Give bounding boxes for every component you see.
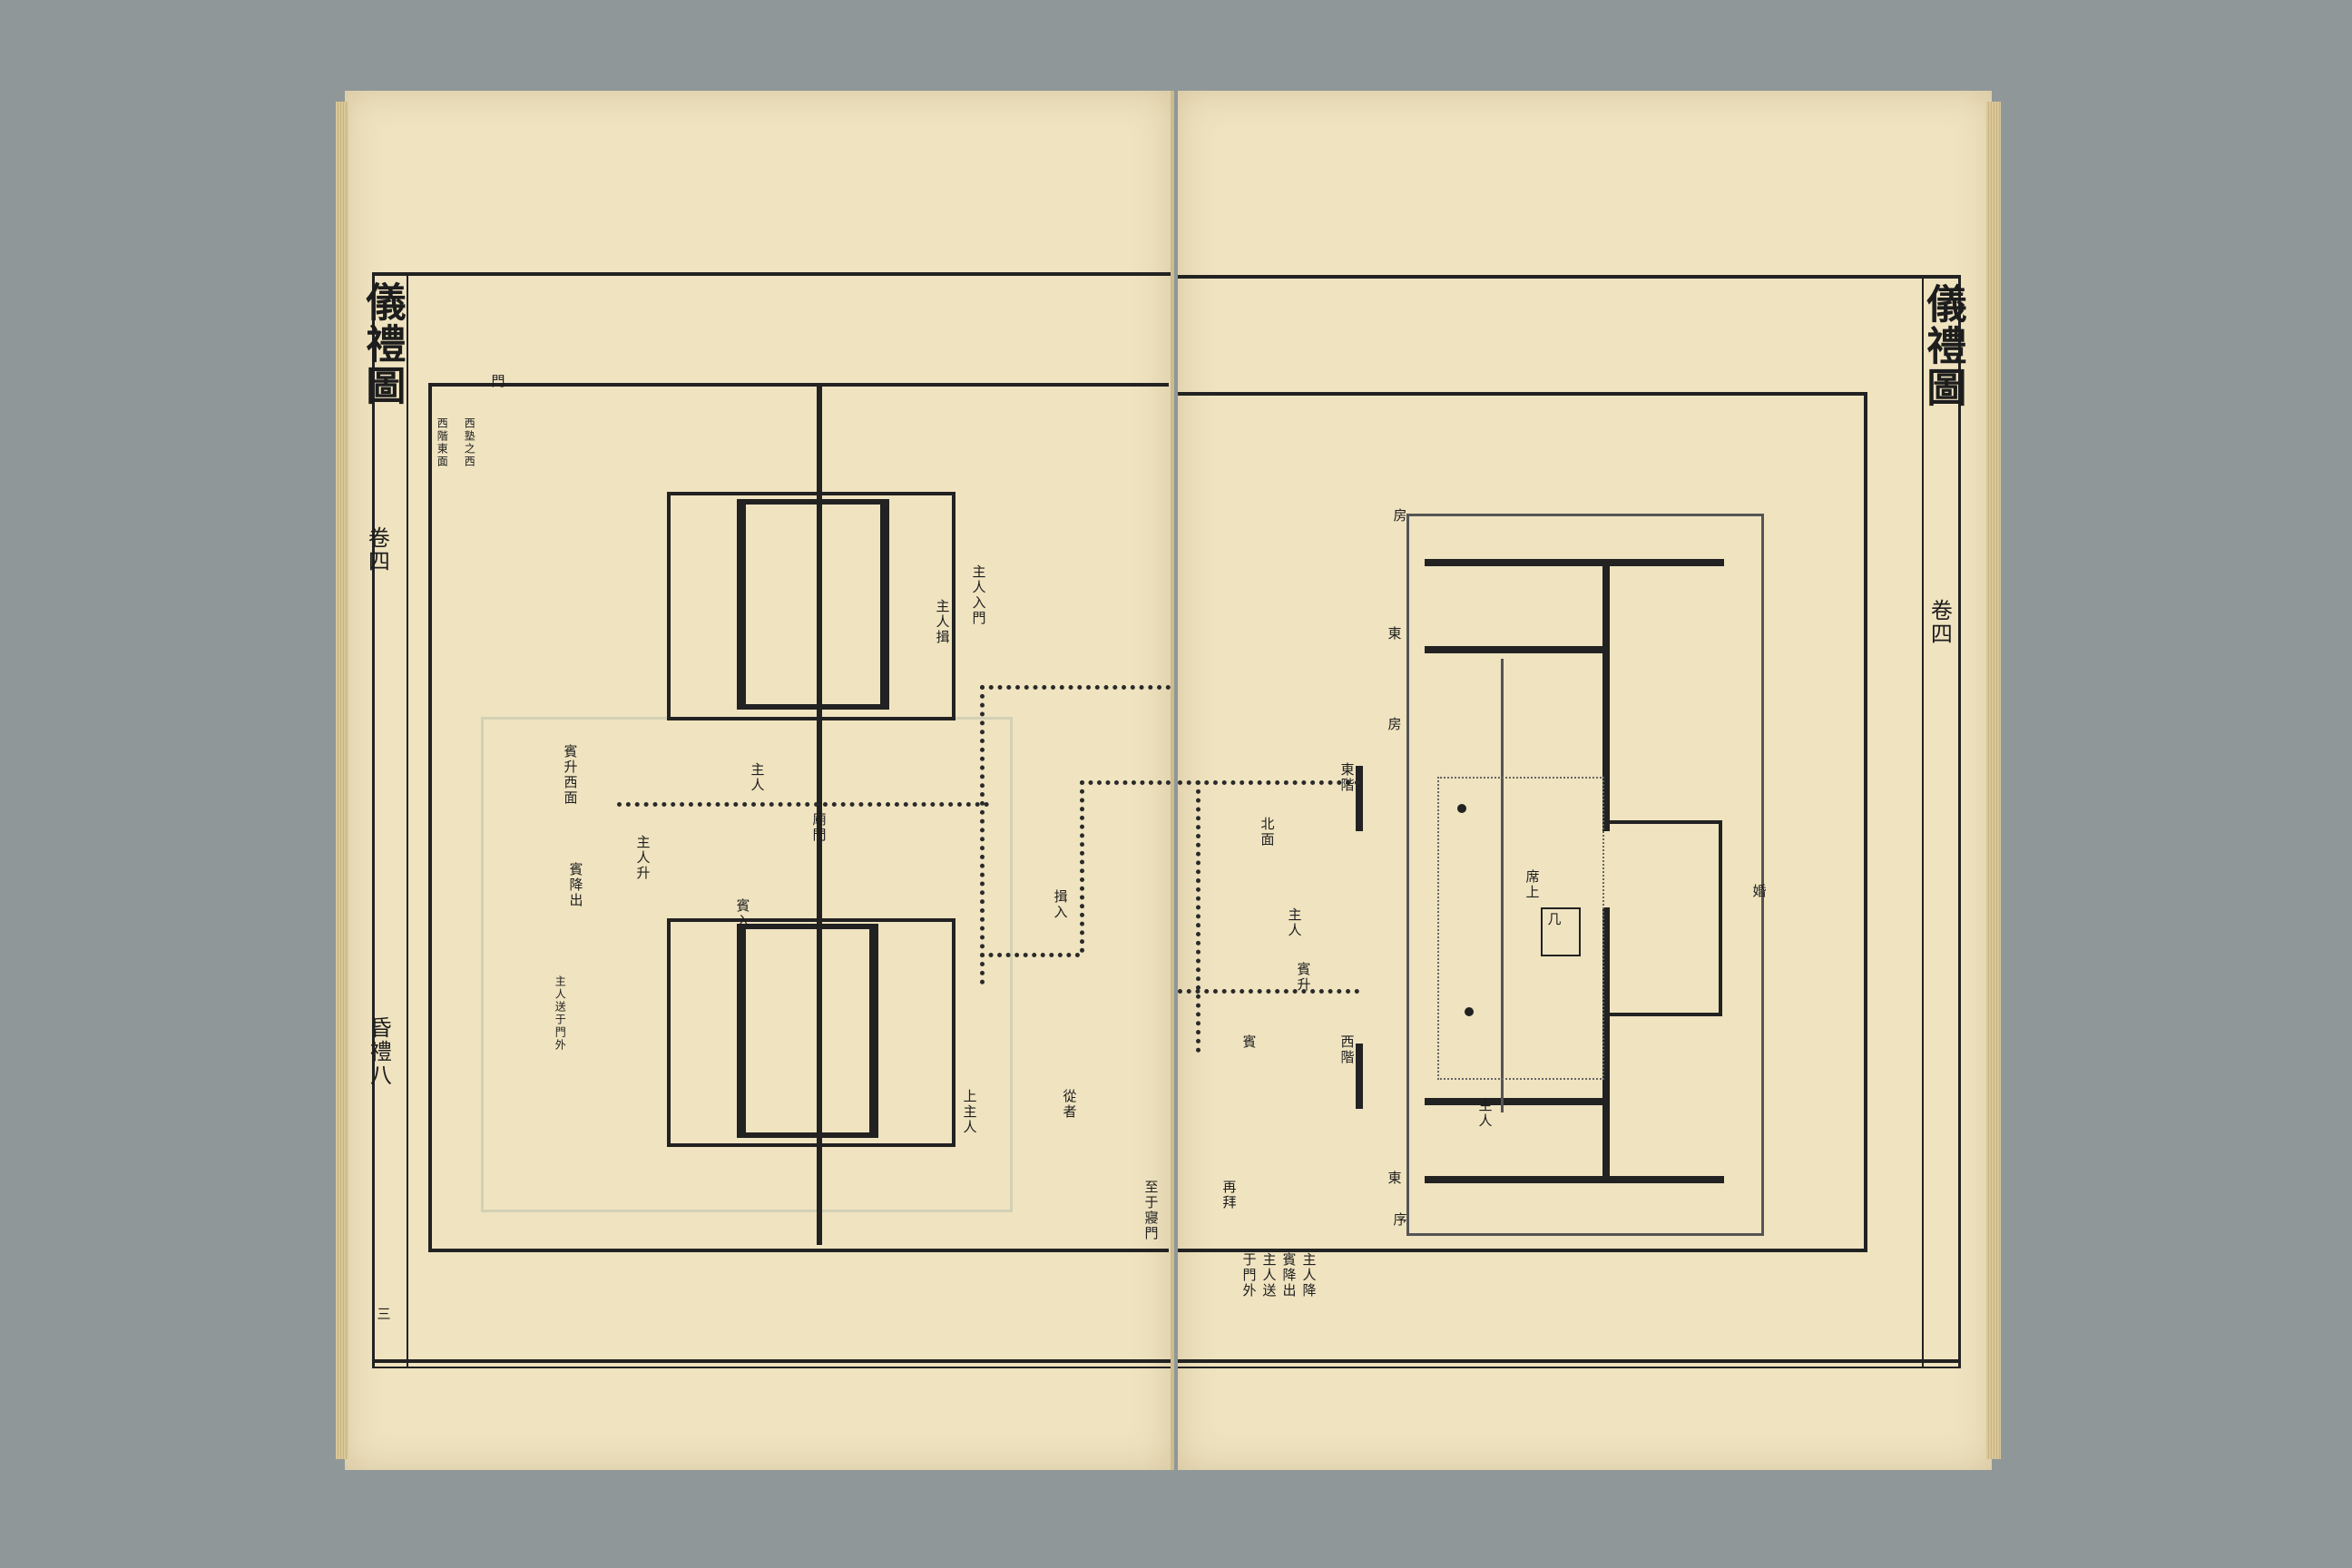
bottom-rule [1178, 1359, 1958, 1363]
step-label: 西階 [1338, 1034, 1356, 1065]
note-text: 上主人 [961, 1089, 978, 1135]
note-text: 主人升 [634, 835, 652, 881]
procession-path [980, 953, 1080, 957]
running-title: 儀禮圖 [358, 281, 406, 407]
right-page: 儀禮圖 卷四 婚 房 序 東 房 東 席上 几 東階 [1178, 91, 2001, 1470]
note-text: 賓升 [1295, 962, 1312, 993]
inner-label: 席上 [1524, 869, 1541, 900]
hall-beam [737, 1132, 878, 1138]
note-text: 主人降 [1300, 1252, 1318, 1298]
open-book: 儀禮圖 卷四 昏禮八 三 門 西階東面 西塾之西 廟門 賓入 [336, 91, 2001, 1470]
chapter-label: 昏禮八 [366, 1016, 392, 1087]
note-text: 主人送 [1260, 1252, 1278, 1298]
step-label: 東階 [1338, 762, 1356, 793]
note-text: 賓降出 [567, 862, 584, 908]
note-text: 揖入 [1052, 889, 1069, 920]
hall-pillar [737, 924, 746, 1134]
note-text: 賓 [1240, 1034, 1258, 1050]
hall-beam [1425, 1098, 1606, 1105]
hall-pillar [737, 499, 746, 708]
central-axis [817, 383, 822, 1245]
seat-area [1437, 777, 1604, 1080]
hall-beam [737, 499, 889, 505]
procession-path [980, 685, 1171, 690]
note-text: 賓入 [734, 898, 751, 929]
west-step [1356, 1044, 1363, 1109]
position-dot [1457, 804, 1466, 813]
note-text: 西階東面 [436, 417, 449, 468]
note-text: 北面 [1259, 817, 1276, 848]
note-text: 主人 [1286, 907, 1303, 938]
column-rule [407, 272, 408, 1368]
main-hall-outline [1406, 514, 1764, 1236]
table-marker [1541, 907, 1581, 956]
procession-path [980, 685, 985, 985]
lower-hall [667, 918, 956, 1147]
note-text: 賓降出 [1280, 1252, 1298, 1298]
inner-chamber [1602, 820, 1722, 1016]
note-text: 至于寢門 [1142, 1180, 1160, 1241]
note-text: 主人送于門外 [554, 975, 567, 1052]
procession-path [1196, 780, 1200, 1053]
note-text: 從者 [1061, 1089, 1078, 1120]
top-rule [1178, 275, 1958, 279]
hall-beam [737, 924, 878, 929]
courtyard-border [428, 383, 1169, 1252]
temple-gate-label: 廟門 [810, 812, 828, 843]
note-text: 賓升西面 [562, 744, 579, 806]
east-step [1356, 766, 1363, 831]
side-label: 房 [1386, 717, 1403, 732]
inner-label: 几 [1545, 912, 1563, 927]
heading: 婚 [1750, 884, 1768, 899]
left-margin-rule [372, 272, 375, 1368]
hall-wall [1602, 907, 1610, 1180]
hall-pillar [869, 924, 878, 1134]
note-text: 主人揖 [934, 599, 951, 645]
bottom-rule [372, 1359, 1171, 1363]
corner-label: 房 [1391, 508, 1408, 524]
left-page: 儀禮圖 卷四 昏禮八 三 門 西階東面 西塾之西 廟門 賓入 [336, 91, 1174, 1470]
hall-beam [1425, 646, 1606, 653]
dotted-hall-line [1501, 659, 1504, 1112]
folio-number: 三 [375, 1307, 392, 1322]
side-label: 東 [1386, 626, 1403, 642]
bottom-rule-thin [372, 1367, 1171, 1368]
procession-path [1178, 780, 1359, 785]
right-margin-rule [1958, 275, 1961, 1368]
hall-beam [1425, 1176, 1724, 1183]
note-text: 西塾之西 [463, 417, 476, 468]
hall-beam [737, 704, 889, 710]
page-edges-right [1986, 102, 2001, 1459]
side-label: 東 [1386, 1171, 1403, 1186]
corner-label: 序 [1391, 1212, 1408, 1228]
volume-label: 卷四 [364, 526, 390, 573]
running-title: 儀禮圖 [1919, 283, 1966, 408]
column-rule [1922, 275, 1924, 1368]
note-text: 主人入門 [970, 564, 987, 626]
hall-wall [1602, 559, 1610, 831]
hall-pillar [880, 499, 889, 708]
procession-path [1080, 780, 1084, 953]
page-edges-left [336, 102, 348, 1459]
note-text: 主人 [749, 762, 766, 793]
upper-hall [667, 492, 956, 720]
note-text: 主人 [1476, 1098, 1494, 1129]
top-rule [372, 272, 1171, 276]
courtyard-border [1178, 392, 1867, 1252]
gate-label: 門 [489, 374, 506, 389]
procession-path [1178, 989, 1359, 994]
volume-label: 卷四 [1926, 599, 1953, 646]
procession-path [617, 802, 989, 807]
bottom-rule-thin [1178, 1367, 1958, 1368]
note-text: 再拜 [1220, 1180, 1238, 1210]
note-text: 于門外 [1240, 1252, 1258, 1298]
position-dot [1465, 1007, 1474, 1016]
procession-path [1080, 780, 1171, 785]
hall-beam [1425, 559, 1724, 566]
